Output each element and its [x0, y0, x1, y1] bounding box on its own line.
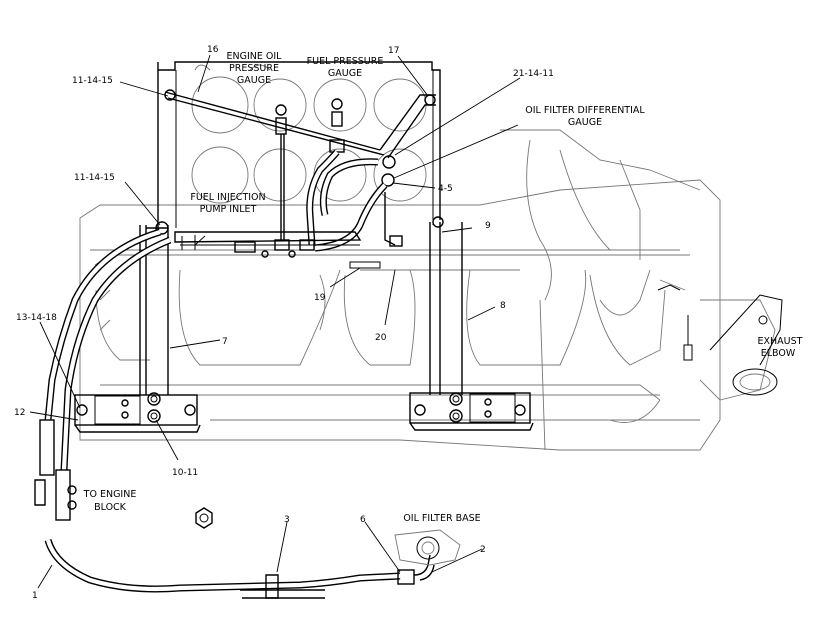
exhaust-elbow — [657, 284, 783, 396]
callout-1: 1 — [32, 591, 38, 601]
hex-nut — [195, 507, 213, 529]
callout-3: 3 — [284, 515, 290, 525]
fuel-pressure-gauge-label-line2: GAUGE — [328, 68, 362, 79]
callout-13-14-18: 13-14-18 — [16, 313, 57, 323]
fuel-injection-pump-inlet-label-line2: PUMP INLET — [200, 204, 257, 215]
engine-oil-gauge-label-line3: GAUGE — [237, 75, 271, 86]
callout-10-11: 10-11 — [172, 468, 198, 478]
oil-filter-diff-gauge-label-line1: OIL FILTER DIFFERENTIAL — [525, 105, 645, 116]
return-hose — [34, 228, 172, 521]
callout-11-14-15-mid: 11-14-15 — [74, 173, 115, 183]
engine-oil-gauge-label-line1: ENGINE OIL — [227, 51, 283, 62]
oil-filter-diff-gauge-label-line2: GAUGE — [568, 117, 602, 128]
left-bracket — [74, 221, 201, 433]
callout-7: 7 — [222, 337, 228, 347]
engine-oil-gauge-label-line2: PRESSURE — [229, 63, 279, 74]
right-bracket — [409, 216, 534, 431]
callout-4-5: 4-5 — [438, 184, 453, 194]
callout-17: 17 — [388, 46, 399, 56]
callout-8: 8 — [500, 301, 506, 311]
fuel-injection-pump-inlet-label-line1: FUEL INJECTION — [190, 192, 265, 203]
engine-background — [79, 129, 776, 451]
callout-12: 12 — [14, 408, 25, 418]
callout-numbers: 11-14-15 16 17 21-14-11 4-5 11-14-15 9 8… — [14, 45, 554, 601]
callout-6: 6 — [360, 515, 366, 525]
callout-11-14-15-top: 11-14-15 — [72, 76, 113, 86]
fuel-pressure-gauge-label-line1: FUEL PRESSURE — [307, 56, 384, 67]
manifold-line — [174, 231, 381, 269]
bottom-hose — [44, 538, 435, 599]
gauge-panel — [157, 61, 441, 230]
oil-filter-base — [394, 529, 461, 566]
to-engine-block-label-line2: BLOCK — [94, 502, 127, 513]
callout-16: 16 — [207, 45, 219, 55]
exhaust-elbow-label-line2: ELBOW — [761, 348, 796, 359]
callout-2: 2 — [480, 545, 486, 555]
callout-21-14-11: 21-14-11 — [513, 69, 554, 79]
oil-filter-base-label: OIL FILTER BASE — [403, 513, 480, 524]
to-engine-block-label-line1: TO ENGINE — [83, 489, 137, 500]
exhaust-elbow-label-line1: EXHAUST — [758, 336, 803, 347]
gauge-fittings — [164, 89, 436, 240]
callout-20: 20 — [375, 333, 387, 343]
component-labels: ENGINE OIL PRESSURE GAUGE FUEL PRESSURE … — [83, 51, 803, 524]
callout-9: 9 — [485, 221, 491, 231]
callout-19: 19 — [314, 293, 326, 303]
leader-lines — [29, 54, 521, 589]
